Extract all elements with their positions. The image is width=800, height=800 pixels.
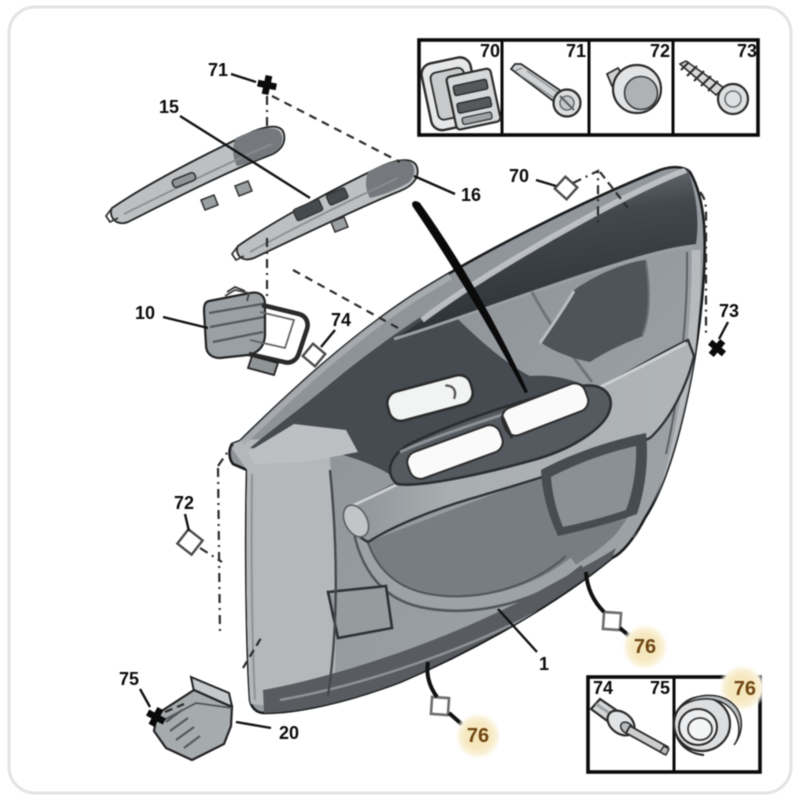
svg-text:70: 70 [480, 41, 500, 61]
svg-text:74: 74 [331, 310, 351, 330]
svg-text:20: 20 [279, 723, 299, 743]
svg-text:75: 75 [650, 678, 670, 698]
svg-text:74: 74 [593, 678, 613, 698]
svg-text:71: 71 [566, 41, 586, 61]
svg-text:16: 16 [461, 185, 481, 205]
svg-text:75: 75 [119, 669, 139, 689]
svg-text:73: 73 [737, 41, 757, 61]
svg-text:76: 76 [634, 636, 656, 658]
svg-text:72: 72 [174, 493, 194, 513]
svg-text:72: 72 [650, 41, 670, 61]
svg-text:71: 71 [208, 60, 228, 80]
svg-text:15: 15 [159, 97, 179, 117]
svg-text:76: 76 [467, 725, 489, 747]
svg-text:1: 1 [539, 654, 549, 674]
svg-text:10: 10 [135, 303, 155, 323]
svg-text:76: 76 [734, 678, 756, 700]
svg-text:70: 70 [509, 166, 529, 186]
svg-text:73: 73 [719, 301, 739, 321]
